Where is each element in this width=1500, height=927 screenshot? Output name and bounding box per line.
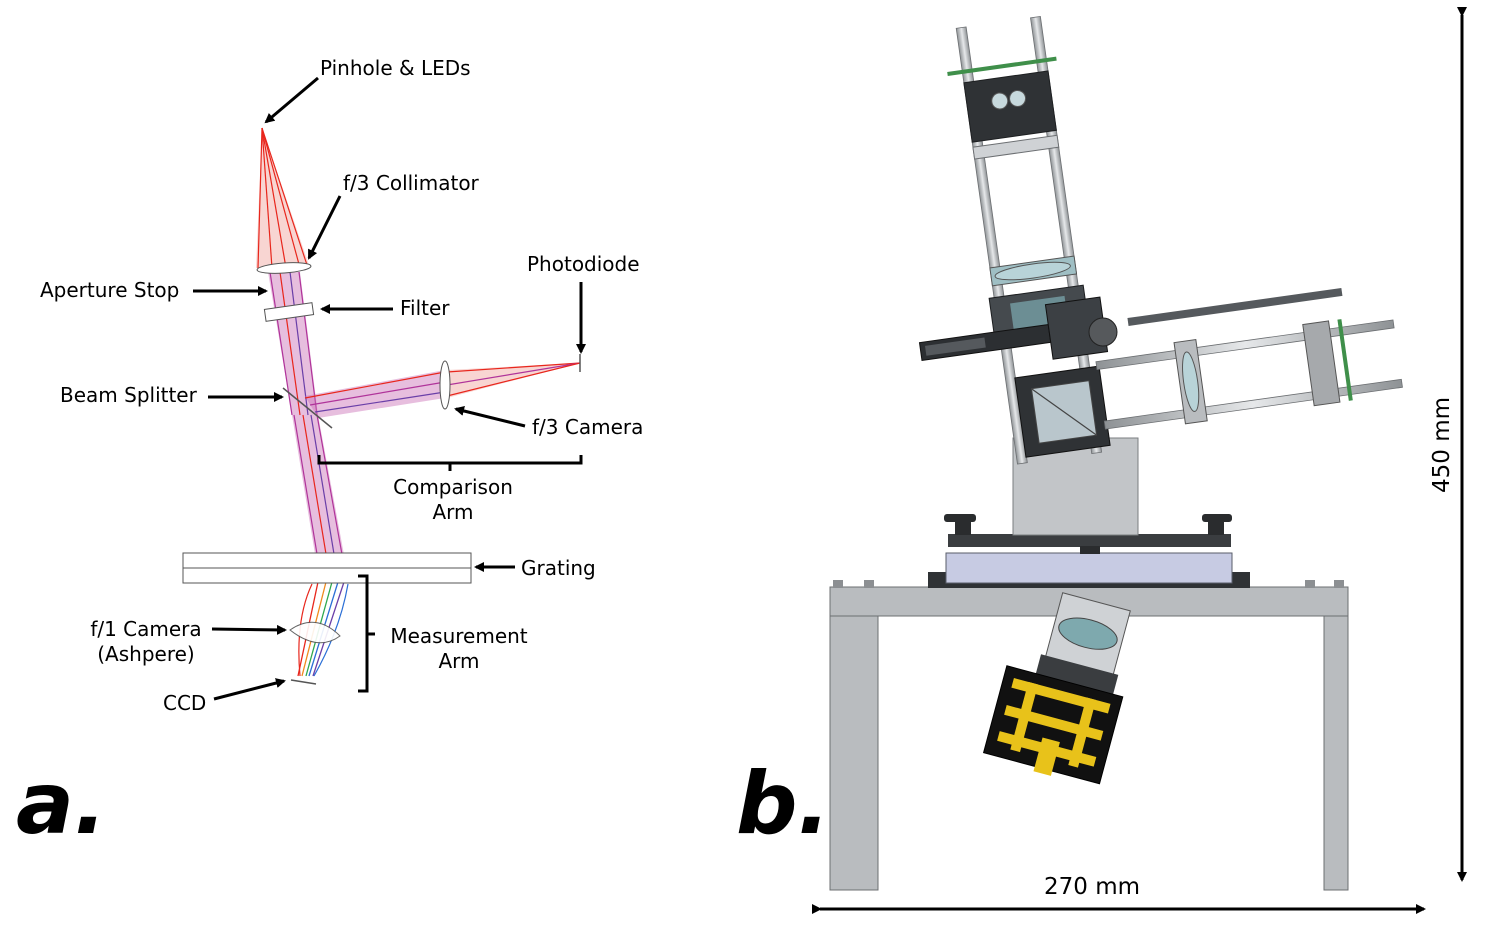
beam-splitter-shape bbox=[282, 387, 333, 429]
optical-layout-diagram: Pinhole & LEDs f/3 Collimator Aperture S… bbox=[16, 56, 643, 854]
width-dimension-label: 270 mm bbox=[1044, 874, 1140, 900]
grating-lower-plate bbox=[182, 567, 472, 584]
grating-upper-plate bbox=[182, 552, 472, 569]
comparison-arm-rods bbox=[1095, 319, 1403, 430]
label-filter: Filter bbox=[400, 296, 450, 320]
label-pinhole-leds: Pinhole & LEDs bbox=[320, 56, 471, 80]
label-f1-camera-line2: (Ashpere) bbox=[97, 642, 194, 666]
ccd-shape bbox=[290, 679, 317, 685]
measurement-arm-bracket bbox=[358, 574, 375, 693]
cad-model-diagram: 270 mm 450 mm b. bbox=[736, 7, 1467, 914]
ray-bundle-comparison-arm bbox=[304, 362, 581, 418]
arrow-f3-camera bbox=[454, 406, 526, 428]
label-grating: Grating bbox=[521, 556, 596, 580]
ray-bundle-to-grating bbox=[292, 414, 345, 561]
panel-b-letter: b. bbox=[736, 754, 830, 854]
f1-camera-lens-shape bbox=[289, 621, 341, 644]
arrow-f1-camera bbox=[211, 624, 287, 635]
beam-splitter-cube bbox=[1014, 365, 1111, 458]
filter-knob bbox=[1088, 317, 1118, 347]
label-comparison-arm-line1: Comparison bbox=[393, 475, 513, 499]
label-measurement-arm-line2: Arm bbox=[438, 649, 479, 673]
label-f3-camera: f/3 Camera bbox=[532, 415, 643, 439]
label-f3-collimator: f/3 Collimator bbox=[343, 171, 480, 195]
label-photodiode: Photodiode bbox=[527, 252, 640, 276]
collimator-lens-shape bbox=[256, 262, 312, 274]
label-f1-camera-line1: f/1 Camera bbox=[90, 617, 201, 641]
label-aperture-stop: Aperture Stop bbox=[40, 278, 179, 302]
f3-camera-lens-shape bbox=[439, 360, 451, 410]
height-dimension-label: 450 mm bbox=[1429, 397, 1455, 493]
label-comparison-arm-line2: Arm bbox=[432, 500, 473, 524]
filter-slide bbox=[918, 296, 1109, 362]
label-ccd: CCD bbox=[163, 691, 206, 715]
arrow-pinhole bbox=[264, 76, 319, 124]
comparison-arm-bracket bbox=[317, 455, 583, 471]
ray-bundle-main bbox=[268, 271, 318, 416]
label-measurement-arm-line1: Measurement bbox=[390, 624, 527, 648]
support-table bbox=[829, 580, 1349, 891]
ray-bundle-collimator bbox=[256, 127, 310, 269]
label-beam-splitter: Beam Splitter bbox=[60, 383, 198, 407]
filter-shape bbox=[263, 302, 315, 322]
panel-a-letter: a. bbox=[16, 754, 107, 854]
rotation-stage bbox=[928, 514, 1250, 588]
measurement-camera bbox=[982, 592, 1131, 785]
photodiode-cable bbox=[1127, 287, 1343, 326]
arrow-ccd bbox=[213, 678, 286, 701]
arrow-collimator bbox=[307, 195, 342, 260]
